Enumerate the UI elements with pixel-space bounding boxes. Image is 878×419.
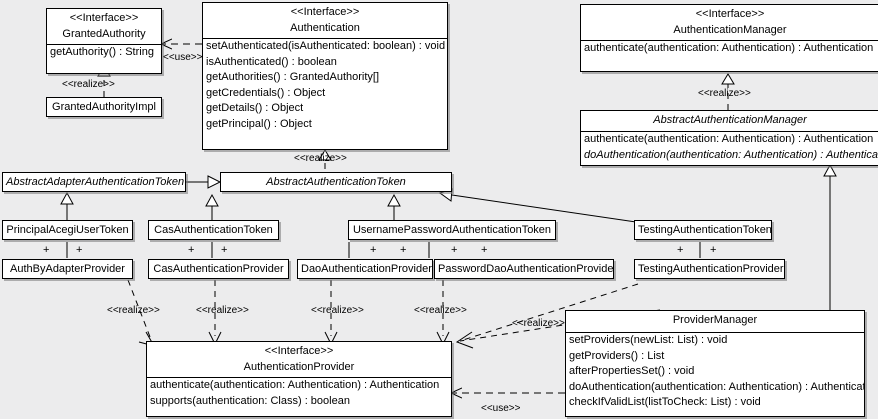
class-name: PrincipalAcegiUserToken: [6, 224, 129, 236]
class-name: AuthByAdapterProvider: [10, 263, 125, 275]
class-name: GrantedAuthorityImpl: [52, 101, 156, 113]
compartment-separator: authenticate(authentication: Authenticat…: [581, 131, 878, 163]
member-row: isAuthenticated() : boolean: [206, 55, 337, 68]
association-plus-mark: +: [481, 244, 488, 256]
edge-label-realize-abstract-authentication-manager: <<realize>>: [698, 88, 751, 99]
association-plus-mark: +: [221, 244, 228, 256]
edge-label-use-provider-manager: <<use>>: [481, 403, 521, 414]
class-name: AbstractAuthenticationManager: [653, 114, 807, 126]
class-dao-authentication-provider[interactable]: DaoAuthenticationProvider: [297, 259, 433, 279]
edge-label-use-authentication-granted-authority: <<use>>: [163, 52, 203, 63]
class-testing-authentication-token[interactable]: TestingAuthenticationToken: [634, 220, 772, 240]
member-row: checkIfValidList(listToCheck: List) : vo…: [569, 396, 761, 409]
association-plus-mark: +: [76, 244, 83, 256]
class-name: AuthenticationProvider: [243, 361, 355, 373]
class-abstract-adapter-authentication-token[interactable]: AbstractAdapterAuthenticationToken: [2, 172, 186, 192]
class-password-dao-authentication-provider[interactable]: PasswordDaoAuthenticationProvider: [434, 259, 614, 279]
class-principal-acegi-user-token[interactable]: PrincipalAcegiUserToken: [2, 220, 133, 240]
member-row: getPrincipal() : Object: [206, 117, 312, 130]
class-authentication[interactable]: <<Interface>> Authentication setAuthenti…: [202, 2, 448, 150]
class-testing-authentication-provider[interactable]: TestingAuthenticationProvider: [634, 259, 785, 279]
stereotype-label: <<Interface>>: [69, 12, 139, 24]
member-row: afterPropertiesSet() : void: [569, 365, 695, 378]
class-auth-by-adapter-provider[interactable]: AuthByAdapterProvider: [2, 259, 133, 279]
association-plus-mark: +: [451, 244, 458, 256]
compartment-separator: setAuthenticated(isAuthenticated: boolea…: [203, 38, 447, 133]
edge-label-realize-provider-manager: <<realize>>: [512, 318, 565, 329]
member-row: getAuthorities() : GrantedAuthority[]: [206, 71, 380, 84]
class-granted-authority-impl[interactable]: GrantedAuthorityImpl: [46, 97, 162, 117]
association-plus-mark: +: [43, 244, 50, 256]
edge-label-realize-cas-provider: <<realize>>: [196, 305, 249, 316]
class-name: DaoAuthenticationProvider: [301, 263, 432, 275]
member-row: getAuthority() : String: [50, 46, 154, 58]
stereotype-label: <<Interface>>: [290, 6, 360, 18]
edge-label-realize-granted-authority-impl: <<realize>>: [62, 79, 115, 90]
class-name: TestingAuthenticationProvider: [638, 263, 784, 275]
class-granted-authority[interactable]: <<Interface>> GrantedAuthority getAuthor…: [46, 8, 162, 74]
member-row: getCredentials() : Object: [206, 86, 326, 99]
class-name: ProviderManager: [672, 314, 758, 326]
member-row: doAuthentication(authentication: Authent…: [569, 380, 865, 393]
class-name: PasswordDaoAuthenticationProvider: [438, 263, 614, 275]
class-name: CasAuthenticationToken: [154, 224, 273, 236]
class-abstract-authentication-token[interactable]: AbstractAuthenticationToken: [220, 172, 452, 192]
class-name: GrantedAuthority: [62, 28, 146, 40]
association-plus-mark: +: [710, 244, 717, 256]
association-plus-mark: +: [400, 244, 407, 256]
class-provider-manager[interactable]: ProviderManager setProviders(newList: Li…: [565, 310, 865, 417]
class-name: AuthenticationManager: [673, 24, 787, 36]
member-row: getProviders() : List: [569, 349, 665, 362]
class-abstract-authentication-manager[interactable]: AbstractAuthenticationManager authentica…: [580, 110, 878, 166]
class-name: Authentication: [290, 22, 360, 34]
class-name: UsernamePasswordAuthenticationToken: [352, 224, 552, 236]
member-row: authenticate(authentication: Authenticat…: [150, 379, 440, 391]
class-username-password-authentication-token[interactable]: UsernamePasswordAuthenticationToken: [348, 220, 556, 240]
compartment-separator: authenticate(authentication: Authenticat…: [581, 40, 878, 57]
edge-label-realize-authentication-token: <<realize>>: [294, 153, 347, 164]
class-authentication-provider[interactable]: <<Interface>> AuthenticationProvider aut…: [146, 341, 452, 417]
edge-label-realize-dao-provider: <<realize>>: [311, 305, 364, 316]
member-row: getDetails() : Object: [206, 102, 304, 115]
member-row: authenticate(authentication: Authenticat…: [584, 133, 874, 145]
class-cas-authentication-provider[interactable]: CasAuthenticationProvider: [148, 259, 289, 279]
compartment-separator: setProviders(newList: List) : void getPr…: [566, 332, 864, 411]
association-plus-mark: +: [188, 244, 195, 256]
edge-label-realize-password-dao-provider: <<realize>>: [414, 305, 467, 316]
edge-label-realize-auth-by-adapter-provider: <<realize>>: [107, 305, 160, 316]
stereotype-label: <<Interface>>: [264, 345, 334, 357]
class-authentication-manager[interactable]: <<Interface>> AuthenticationManager auth…: [580, 4, 878, 72]
member-row: authenticate(authentication: Authenticat…: [584, 42, 874, 54]
member-row: supports(authentication: Class) : boolea…: [150, 394, 350, 407]
class-name: TestingAuthenticationToken: [638, 224, 772, 236]
association-plus-mark: +: [677, 244, 684, 256]
class-name: AbstractAdapterAuthenticationToken: [6, 176, 185, 188]
member-row: doAuthentication(authentication: Authent…: [584, 148, 878, 161]
stereotype-label: <<Interface>>: [695, 8, 765, 20]
class-name: AbstractAuthenticationToken: [266, 176, 406, 188]
class-name: CasAuthenticationProvider: [153, 263, 284, 275]
class-cas-authentication-token[interactable]: CasAuthenticationToken: [148, 220, 279, 240]
member-row: setAuthenticated(isAuthenticated: boolea…: [206, 40, 446, 52]
compartment-separator: authenticate(authentication: Authenticat…: [147, 377, 451, 409]
member-row: setProviders(newList: List) : void: [569, 334, 728, 346]
compartment-separator: getAuthority() : String: [47, 44, 161, 61]
association-plus-mark: +: [370, 244, 377, 256]
